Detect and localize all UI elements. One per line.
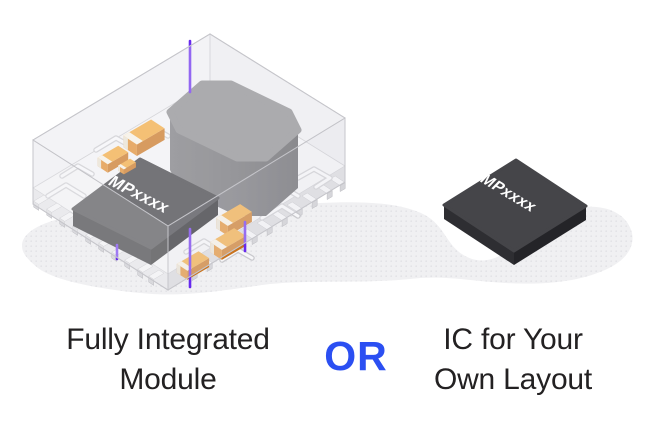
or-divider-label: OR <box>324 333 388 379</box>
ic-caption: IC for Your Own Layout <box>398 320 628 400</box>
ic-caption-line1: IC for Your <box>443 323 583 356</box>
enclosure-glass <box>32 33 346 291</box>
module-caption-line1: Fully Integrated <box>66 323 270 356</box>
fully-integrated-module: MPxxxx <box>32 33 346 291</box>
module-ic-chip: MPxxxx <box>71 157 220 265</box>
ic-caption-line2: Own Layout <box>433 363 593 396</box>
bond-wires <box>115 39 247 289</box>
module-caption: Fully Integrated Module <box>36 320 300 400</box>
illustration-canvas: MPxxxx <box>22 33 633 295</box>
standalone-ic-chip: MPxxxx <box>442 158 588 265</box>
module-caption-line2: Module <box>119 363 217 396</box>
